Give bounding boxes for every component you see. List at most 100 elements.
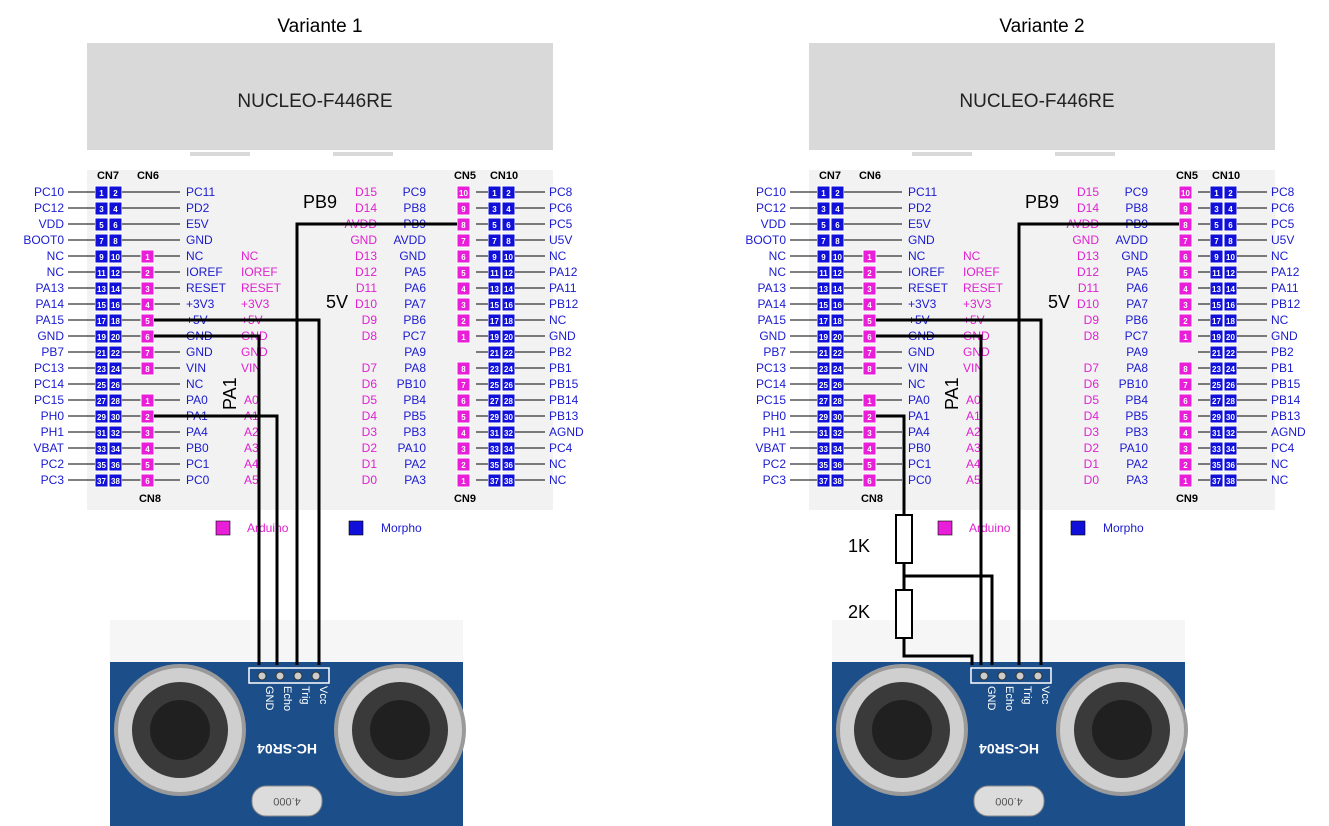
cn10-label: CN10 [490, 170, 518, 182]
cn5-pin-number: 7 [461, 237, 466, 246]
sensor-header [970, 667, 1052, 684]
cn10-left-label: PB10 [1119, 377, 1149, 391]
cn10-right-label: AGND [549, 425, 584, 439]
cn7-left-label: PC2 [763, 457, 787, 471]
cn7-left-label: PB7 [41, 345, 64, 359]
cn6-pin [140, 297, 155, 312]
cn10-right-label: PA11 [1271, 281, 1299, 295]
cn10-right-label: U5V [1271, 233, 1294, 247]
variant-title: Variante 1 [277, 16, 362, 37]
cn10-left-label: PB5 [403, 409, 426, 423]
cn8-pin-number: 1 [867, 397, 872, 406]
cn7-pin-number: 35 [819, 461, 828, 470]
cn7-pin-number: 21 [819, 349, 828, 358]
cn10-left-label: PA2 [1126, 457, 1148, 471]
cn10-right-label: PC8 [549, 185, 573, 199]
cn7-right-label: +3V3 [186, 297, 215, 311]
cn7-pin-number: 22 [111, 349, 120, 358]
wire-label-pa1: PA1 [942, 377, 962, 410]
cn9-pin [1178, 441, 1193, 456]
cn10-right-label: PC4 [1271, 441, 1295, 455]
cn7-pin-number: 23 [819, 365, 828, 374]
cn10-right-label: PB15 [549, 377, 579, 391]
cn5-arduino-label: D14 [355, 201, 377, 215]
transducer-center [1092, 700, 1152, 760]
cn10-left-label: PA3 [404, 473, 426, 487]
cn10-pin-number: 36 [1226, 461, 1235, 470]
cn5-pin [1178, 249, 1193, 264]
board-name: NUCLEO-F446RE [959, 91, 1114, 112]
cn10-pin-number: 4 [1228, 205, 1233, 214]
cn5-arduino-label: D10 [1077, 297, 1099, 311]
cn7-pin-number: 13 [819, 285, 828, 294]
sensor-background [832, 620, 1185, 662]
cn10-pin-number: 22 [504, 349, 513, 358]
sensor-pin [1015, 671, 1025, 681]
cn6-label: CN6 [137, 170, 159, 182]
cn7-right-label: PC1 [186, 457, 210, 471]
cn6-pin-number: 6 [145, 333, 150, 342]
cn8-pin [140, 473, 155, 488]
cn7-left-label: PA15 [758, 313, 787, 327]
cn7-right-label: PA0 [908, 393, 930, 407]
cn7-pin-number: 31 [97, 429, 106, 438]
cn9-arduino-label: D4 [1084, 409, 1100, 423]
cn5-pin-number: 8 [1183, 221, 1188, 230]
cn5-pin [456, 265, 471, 280]
cn7-pin-number: 36 [833, 461, 842, 470]
cn8-pin-number: 5 [145, 461, 150, 470]
cn7-left-label: PC2 [41, 457, 65, 471]
cn10-left-label: PA5 [1126, 265, 1148, 279]
cn9-pin [456, 377, 471, 392]
cn7-left-label: NC [769, 265, 787, 279]
cn8-pin-number: 2 [145, 413, 150, 422]
cn8-pin [140, 393, 155, 408]
cn10-left-label: PB4 [403, 393, 426, 407]
cn7-left-label: GND [37, 329, 64, 343]
cn5-pin-number: 9 [461, 205, 466, 214]
cn10-left-label: PA7 [1126, 297, 1148, 311]
cn10-pin-number: 13 [1212, 285, 1221, 294]
cn7-pin-number: 6 [113, 221, 118, 230]
cn5-pin [1178, 329, 1193, 344]
cn7-right-label: RESET [186, 281, 227, 295]
board-slot [912, 152, 972, 156]
cn7-left-label: GND [759, 329, 786, 343]
cn9-pin [1178, 377, 1193, 392]
cn10-pin-number: 9 [1214, 253, 1219, 262]
cn10-right-label: NC [1271, 457, 1289, 471]
cn8-arduino-label: A0 [966, 393, 981, 407]
sensor-pin [1033, 671, 1043, 681]
wire-pb9-trig [1017, 222, 1179, 665]
cn7-pin-number: 24 [111, 365, 120, 374]
cn5-arduino-label: D10 [355, 297, 377, 311]
cn7-left-label: NC [47, 265, 65, 279]
cn7-right-label: GND [186, 345, 213, 359]
cn5-arduino-label: D13 [355, 249, 377, 263]
sensor-pin-label: Vcc [1039, 686, 1051, 705]
cn6-arduino-label: NC [241, 249, 259, 263]
board-slot [190, 152, 250, 156]
sensor-pin [293, 671, 303, 681]
cn8-pin [140, 425, 155, 440]
cn10-left-label: PA6 [404, 281, 426, 295]
cn10-pin-number: 19 [1212, 333, 1221, 342]
cn7-pin-number: 27 [97, 397, 106, 406]
cn10-right-label: PB13 [1271, 409, 1301, 423]
cn6-pin-number: 7 [867, 349, 872, 358]
cn10-right-label: NC [549, 457, 567, 471]
cn7-right-label: PA4 [186, 425, 208, 439]
cn9-pin-number: 4 [461, 429, 466, 438]
cn10-left-label: PB8 [403, 201, 426, 215]
cn10-right-label: PB13 [549, 409, 579, 423]
legend-morpho-label: Morpho [1103, 521, 1144, 535]
cn7-pin-number: 11 [819, 269, 828, 278]
cn10-pin-number: 5 [492, 221, 497, 230]
cn10-pin-number: 31 [1212, 429, 1221, 438]
cn9-pin-number: 1 [461, 477, 466, 486]
cn7-right-label: IOREF [186, 265, 223, 279]
cn5-arduino-label: D11 [1078, 281, 1099, 295]
cn9-pin-number: 6 [461, 397, 466, 406]
sensor-pin-label: Vcc [317, 686, 329, 705]
